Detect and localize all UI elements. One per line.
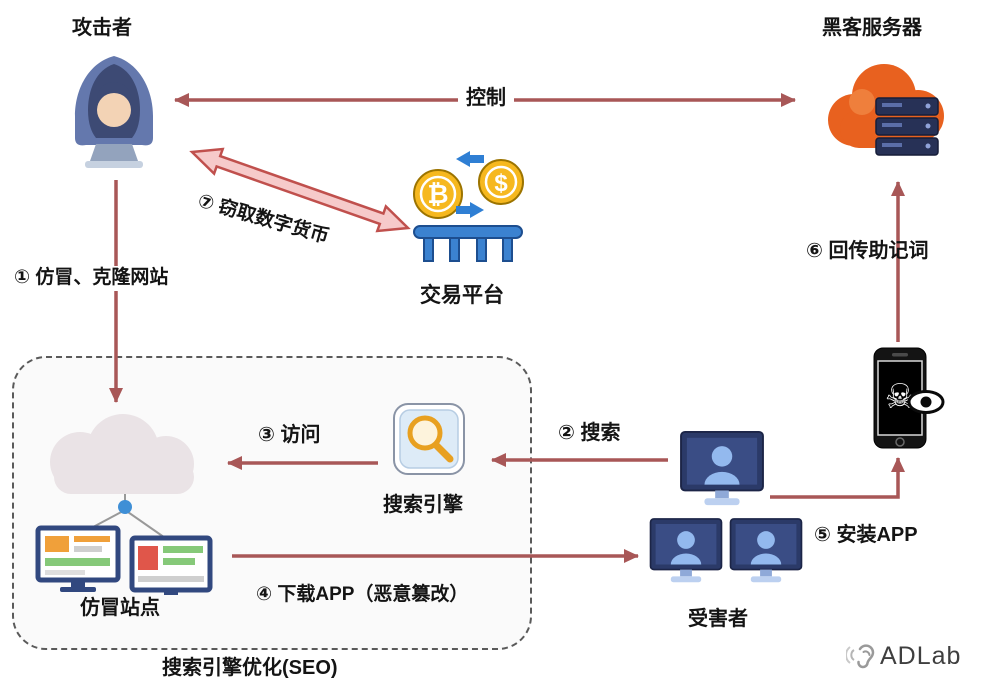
- fake-monitor-right: [129, 535, 213, 595]
- magnifier-handle: [432, 441, 454, 463]
- step2-label: ② 搜索: [558, 422, 621, 444]
- victim-monitor-3: [729, 518, 803, 583]
- dollar-symbol: $: [494, 170, 508, 197]
- victim-monitor-1: [680, 430, 764, 506]
- fake-monitor-left: [35, 525, 121, 592]
- search-engine-icon: [393, 403, 465, 475]
- step1-label: ① 仿冒、克隆网站: [6, 266, 177, 291]
- control-label: 控制: [458, 85, 514, 111]
- step5-arrow: [770, 457, 905, 499]
- attacker-icon: [75, 56, 153, 168]
- step4-label: ④ 下载APP（恶意篡改）: [256, 584, 469, 605]
- fake-cloud: [50, 414, 194, 494]
- adlab-ear-icon: [846, 644, 875, 669]
- bitcoin-symbol: ₿: [427, 179, 448, 209]
- trading-platform-label: 交易平台: [420, 284, 504, 307]
- attacker-label: 攻击者: [72, 17, 132, 39]
- hacker-server-label: 黑客服务器: [822, 17, 922, 39]
- adlab-brand: ADLab: [880, 641, 962, 670]
- victim-monitor-2: [649, 518, 723, 583]
- fake-site-icon: [35, 414, 213, 595]
- platform-bench: [413, 225, 523, 262]
- seo-zone-label: 搜索引擎优化(SEO): [162, 657, 338, 679]
- step3-label: ③ 访问: [258, 424, 321, 446]
- hacker-server-icon: [828, 64, 944, 156]
- search-engine-label: 搜索引擎: [383, 494, 463, 516]
- server-stack: [875, 97, 939, 156]
- bitcoin-coin: ₿: [413, 169, 463, 219]
- step5-label: ⑤ 安装APP: [814, 524, 918, 546]
- malicious-phone-icon: ☠: [873, 347, 945, 449]
- adlab-watermark: ADLab: [846, 640, 961, 672]
- fake-site-label: 仿冒站点: [80, 597, 160, 619]
- exchange-arrows-icon: [456, 151, 484, 218]
- victims-label: 受害者: [688, 608, 748, 630]
- step7-label: ⑦ 窃取数字货币: [195, 190, 332, 248]
- network-node: [118, 500, 132, 514]
- magnifier-lens: [407, 415, 443, 451]
- dollar-coin: $: [478, 159, 524, 205]
- trading-platform-icon: ₿ $: [413, 151, 524, 262]
- step6-label: ⑥ 回传助记词: [806, 240, 929, 262]
